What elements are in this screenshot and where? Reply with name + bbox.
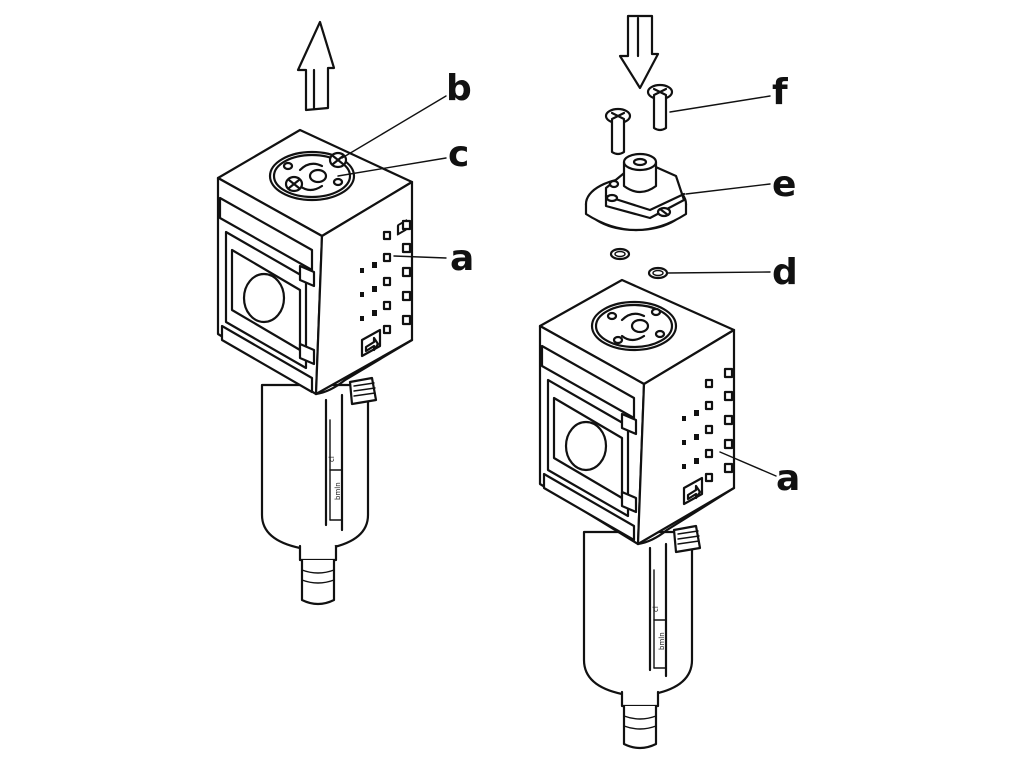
right-head-block <box>538 278 736 546</box>
right-screw-left <box>604 107 632 156</box>
left-filter-bowl: cl bmln <box>260 376 378 606</box>
left-assembly: cl bmln <box>216 20 474 606</box>
left-screw-top <box>328 151 348 169</box>
adapter-plate <box>584 152 688 232</box>
right-top-disc <box>590 300 678 352</box>
right-assembly: cl bmln <box>538 14 800 750</box>
left-gauge-mark-upper: cl <box>328 456 336 462</box>
callout-b: b <box>446 68 472 109</box>
left-screw-bottom <box>284 175 304 193</box>
callout-d: d <box>772 252 798 293</box>
left-head-block <box>216 128 414 396</box>
left-top-disc <box>268 150 356 202</box>
callout-c: c <box>448 134 469 175</box>
o-ring-left <box>609 247 631 261</box>
right-gauge-mark-lower: bmln <box>658 632 666 650</box>
right-screw-right <box>646 83 674 132</box>
right-gauge-mark-upper: cl <box>652 606 660 612</box>
callout-f: f <box>772 72 788 113</box>
callout-a-left: a <box>450 238 474 279</box>
up-arrow-icon <box>296 20 336 112</box>
right-filter-bowl: cl bmln <box>582 524 702 750</box>
left-gauge-mark-lower: bmln <box>334 482 342 500</box>
callout-e: e <box>772 164 796 205</box>
callout-a-right: a <box>776 458 800 499</box>
o-ring-right <box>647 266 669 280</box>
